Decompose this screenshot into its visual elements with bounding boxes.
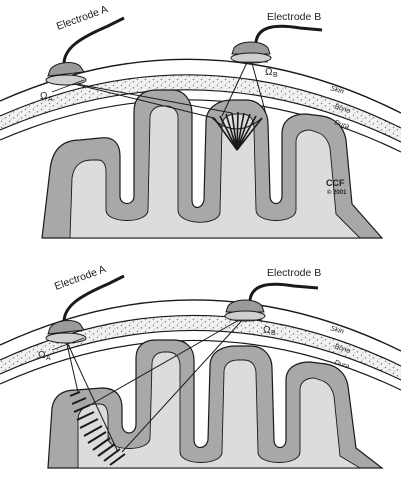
dipole-line xyxy=(97,443,116,457)
electrode-a-cable xyxy=(62,274,125,323)
electrode-a-bottom xyxy=(45,274,125,351)
dipole-source-top xyxy=(211,111,263,151)
dura-line xyxy=(0,99,401,153)
field-line xyxy=(65,339,79,393)
dipole-line xyxy=(213,117,238,151)
panel-top: Electrode A Electrode B Ω A Ω B Skin Bon… xyxy=(0,3,401,239)
dipole-line xyxy=(219,115,238,151)
electrode-b-top xyxy=(230,24,323,64)
dipole-line xyxy=(73,404,91,413)
dipole-line xyxy=(225,113,238,151)
dipole-line xyxy=(83,425,103,437)
white-matter xyxy=(69,105,362,239)
dura-label: Dura xyxy=(333,359,350,370)
bone-inner-line xyxy=(0,329,401,381)
field-line xyxy=(121,315,247,453)
gray-matter xyxy=(47,339,384,469)
bone-label: Bone xyxy=(333,103,351,115)
dura-label: Dura xyxy=(333,119,350,130)
field-lines-bottom xyxy=(65,315,247,453)
skin-label: Skin xyxy=(329,325,344,336)
ccf-credit: CCF xyxy=(326,178,345,188)
dipole-line xyxy=(236,113,251,151)
field-line xyxy=(65,81,233,114)
bone-layer xyxy=(0,315,401,380)
omega-a-subscript: A xyxy=(48,96,53,103)
dipole-line xyxy=(231,112,238,151)
dipole-line xyxy=(87,431,107,444)
omega-a-subscript: A xyxy=(46,355,51,362)
dipole-line xyxy=(76,411,95,421)
bone-label: Bone xyxy=(333,343,351,355)
impedance-arrow-a xyxy=(51,337,85,351)
electrode-b-gel xyxy=(230,52,272,64)
electrode-a-cup xyxy=(47,62,85,77)
white-matter xyxy=(77,351,362,469)
skin-inner-line xyxy=(0,74,401,129)
electrode-b-bottom xyxy=(224,282,319,322)
omega-a-label: Ω xyxy=(38,350,46,361)
field-line xyxy=(65,339,119,453)
electrode-b-cup xyxy=(225,299,265,313)
electrode-b-cup xyxy=(231,41,271,55)
dipole-line xyxy=(109,453,126,466)
omega-a-label: Ω xyxy=(40,91,48,102)
brain-cortex xyxy=(41,89,384,239)
electrode-b-gel xyxy=(224,310,266,322)
skull-layers xyxy=(0,299,401,391)
electrode-b-cable xyxy=(254,24,323,43)
field-line xyxy=(89,315,247,406)
omega-b-label: Ω xyxy=(265,67,273,78)
dipole-line xyxy=(236,111,239,151)
omega-b-label: Ω xyxy=(263,325,271,336)
dipole-line xyxy=(79,418,99,429)
electrode-a-gel xyxy=(45,74,87,86)
field-line xyxy=(221,55,251,117)
omega-b-subscript: B xyxy=(273,72,278,79)
dipole-line xyxy=(236,112,245,151)
electrode-a-cup xyxy=(47,320,85,335)
brain-cortex xyxy=(47,339,384,469)
omega-b-subscript: B xyxy=(271,330,276,337)
field-line xyxy=(249,55,267,115)
dipole-line xyxy=(92,437,111,451)
electrode-b-cable xyxy=(248,282,319,301)
copyright-credit: © 2001 xyxy=(327,189,347,196)
dura-line xyxy=(0,339,401,391)
electrode-b-label: Electrode B xyxy=(267,267,321,279)
electrode-a-gel xyxy=(45,332,87,344)
dipole-line xyxy=(236,117,263,151)
panel-bottom: Electrode A Electrode B Ω A Ω B Skin Bon… xyxy=(0,263,401,469)
electrode-b-label: Electrode B xyxy=(267,11,321,23)
electrode-a-top xyxy=(45,16,125,93)
bone-inner-line xyxy=(0,89,401,143)
dipole-line xyxy=(69,391,81,397)
impedance-arrow-a xyxy=(51,79,85,93)
bone-layer xyxy=(0,74,401,142)
dipole-line xyxy=(71,397,87,405)
skin-label: Skin xyxy=(329,85,344,96)
dipole-line xyxy=(236,115,257,151)
field-line xyxy=(65,81,215,119)
electrode-a-cable xyxy=(62,16,125,65)
field-lines-top xyxy=(65,55,267,119)
